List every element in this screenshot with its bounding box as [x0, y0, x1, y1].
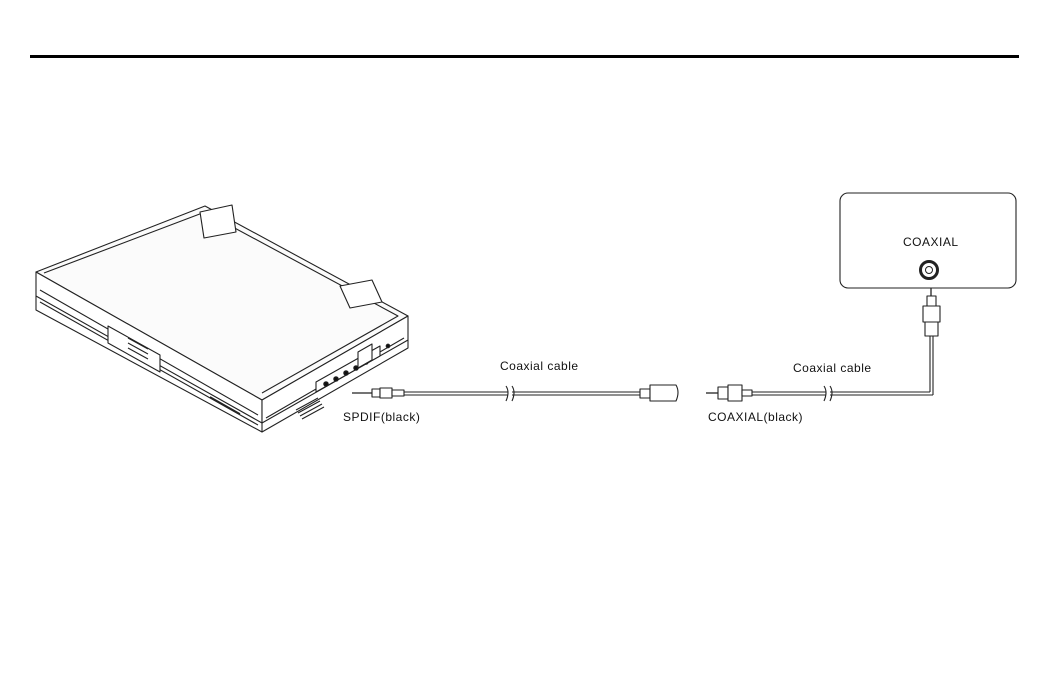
amplifier-jack-label: COAXIAL — [903, 235, 959, 249]
cable-left-label: Coaxial cable — [500, 359, 579, 373]
portable-dvd-player — [36, 205, 408, 432]
coaxial-plug-label: COAXIAL(black) — [708, 410, 803, 424]
coaxial-cable — [706, 286, 940, 401]
spdif-label: SPDIF(black) — [343, 410, 420, 424]
spdif-cable — [352, 385, 678, 401]
cable-right-label: Coaxial cable — [793, 361, 872, 375]
